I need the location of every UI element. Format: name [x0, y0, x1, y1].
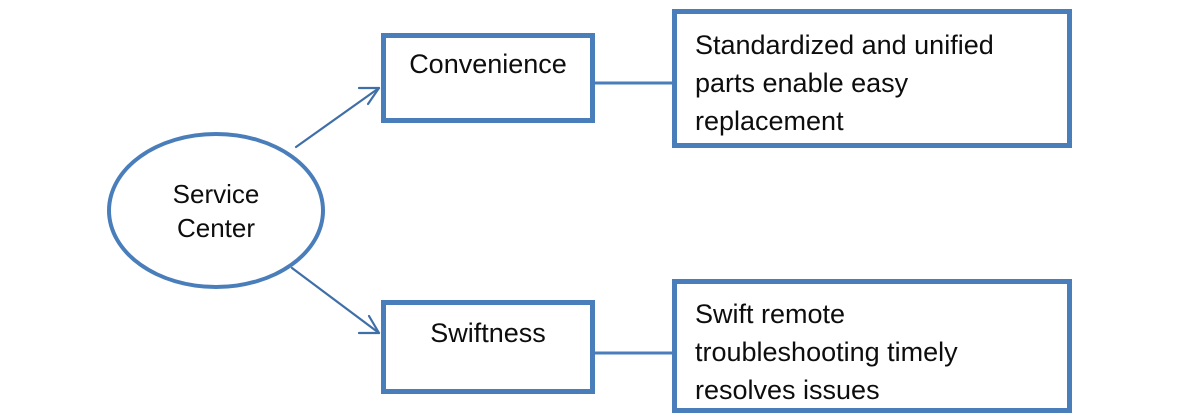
edge-service-center-to-swiftness [290, 266, 381, 335]
detail-convenience-label: Standardized and unified parts enable ea… [695, 30, 994, 136]
edge-service-center-to-convenience [294, 86, 381, 149]
node-convenience[interactable]: Convenience [381, 33, 595, 123]
node-convenience-label: Convenience [409, 49, 567, 79]
detail-swiftness[interactable]: Swift remote troubleshooting timely reso… [672, 279, 1072, 413]
node-swiftness[interactable]: Swiftness [381, 300, 595, 394]
node-service-center-label: Service Center [172, 178, 260, 243]
node-service-center[interactable]: Service Center [107, 132, 325, 289]
detail-convenience[interactable]: Standardized and unified parts enable ea… [672, 9, 1072, 148]
detail-swiftness-label: Swift remote troubleshooting timely reso… [695, 299, 958, 405]
node-swiftness-label: Swiftness [430, 318, 546, 348]
